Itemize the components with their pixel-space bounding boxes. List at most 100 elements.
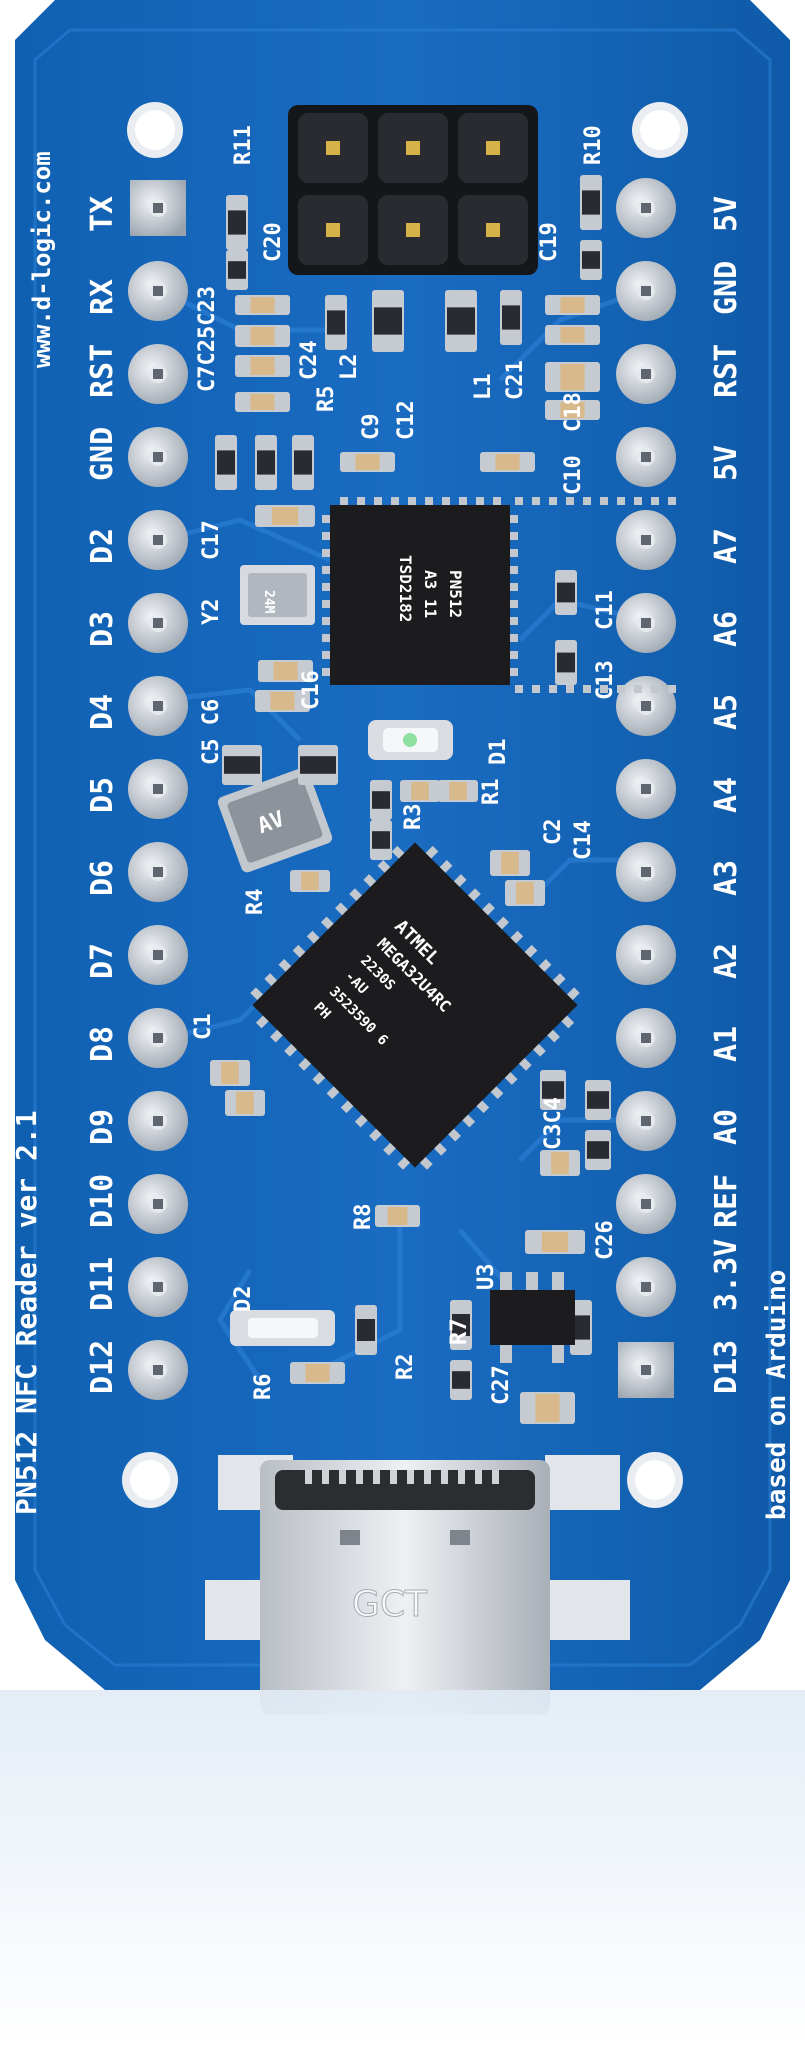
label-c9: C9 — [359, 414, 384, 441]
smd-part — [255, 435, 277, 490]
smd-part — [226, 250, 248, 290]
right-pin-label: GND — [709, 261, 744, 315]
smd-part — [580, 175, 602, 230]
right-pin-label: RST — [709, 344, 744, 398]
right-pin-label: A1 — [709, 1026, 744, 1062]
smd-part — [215, 435, 237, 490]
smd-part — [235, 325, 290, 347]
smd-part — [570, 1300, 592, 1355]
left-pad-d11 — [128, 1257, 188, 1317]
left-pad-gnd — [128, 427, 188, 487]
right-pad-ref — [616, 1174, 676, 1234]
y2-marking: 24M — [261, 590, 276, 614]
right-header-pads — [616, 178, 676, 1398]
smd-part — [445, 290, 477, 352]
left-pin-label: D9 — [85, 1109, 120, 1145]
left-pin-label: D3 — [85, 611, 120, 647]
smd-part — [540, 1150, 580, 1176]
smd-part — [555, 640, 577, 685]
label-r5: R5 — [314, 386, 339, 413]
right-pin-label: A4 — [709, 777, 744, 813]
label-c14: C14 — [571, 820, 596, 860]
left-pin-label: D5 — [85, 777, 120, 813]
left-pad-tx — [130, 180, 186, 236]
left-pad-d7 — [128, 925, 188, 985]
model-label: PN512 NFC Reader ver 2.1 — [10, 1110, 43, 1515]
right-pad-5v — [616, 427, 676, 487]
left-pin-label: D8 — [85, 1026, 120, 1062]
label-c25c23: C7C25C23 — [195, 286, 220, 392]
label-r11: R11 — [231, 125, 256, 165]
left-pin-label: D10 — [85, 1174, 120, 1228]
right-pin-label: A5 — [709, 694, 744, 730]
right-pad-d13 — [618, 1342, 674, 1398]
smd-part — [545, 400, 600, 420]
smd-part — [450, 1300, 472, 1350]
smd-part — [545, 295, 600, 315]
nfc-marking-3: PN512 — [446, 570, 465, 618]
smd-part — [438, 780, 478, 802]
left-header-pads — [128, 180, 188, 1400]
right-pad-a5 — [616, 676, 676, 736]
nfc-marking-1: TSD2182 — [396, 555, 415, 622]
label-r1: R1 — [479, 779, 504, 806]
smd-part — [340, 452, 395, 472]
label-c26: C26 — [593, 1220, 618, 1260]
label-u3: U3 — [474, 1264, 499, 1291]
label-c18: C18 — [561, 392, 586, 432]
smd-part — [325, 295, 347, 350]
right-pad-gnd — [616, 261, 676, 321]
label-c2: C2 — [541, 819, 566, 846]
right-pad-a6 — [616, 593, 676, 653]
left-pad-d10 — [128, 1174, 188, 1234]
smd-part — [258, 660, 313, 682]
label-r2: R2 — [393, 1354, 418, 1381]
smd-part — [372, 290, 404, 352]
right-pad-a7 — [616, 510, 676, 570]
label-c19: C19 — [537, 222, 562, 262]
right-pad-3.3v — [616, 1257, 676, 1317]
label-r10: R10 — [581, 125, 606, 165]
label-r6: R6 — [251, 1374, 276, 1401]
smd-part — [370, 780, 392, 820]
smd-part — [226, 195, 248, 250]
left-pin-label: D12 — [85, 1340, 120, 1394]
left-pin-label: TX — [85, 196, 120, 232]
left-pad-rst — [128, 344, 188, 404]
label-d1: D1 — [486, 739, 511, 766]
board-reflection — [0, 1690, 805, 2048]
smd-part — [255, 505, 315, 527]
left-pad-d5 — [128, 759, 188, 819]
left-pin-label: RX — [85, 279, 120, 315]
left-pad-rx — [128, 261, 188, 321]
label-c17: C17 — [199, 520, 224, 560]
smd-part — [540, 1070, 566, 1110]
right-pad-a3 — [616, 842, 676, 902]
label-c16: C16 — [299, 670, 324, 710]
label-c1: C1 — [191, 1014, 216, 1041]
smd-part — [520, 1392, 575, 1424]
crystal-av: AV — [217, 767, 333, 873]
label-c12: C12 — [394, 400, 419, 440]
smd-part — [370, 820, 392, 860]
smd-part — [585, 1080, 611, 1120]
label-r8: R8 — [351, 1204, 376, 1231]
label-c3c4: C3C4 — [541, 1097, 566, 1150]
right-pin-label: A2 — [709, 943, 744, 979]
smd-part — [255, 690, 310, 712]
right-pad-a1 — [616, 1008, 676, 1068]
icsp-header — [288, 105, 538, 275]
right-pin-label: D13 — [709, 1340, 744, 1394]
label-r7: R7 — [447, 1319, 472, 1346]
smd-part — [235, 295, 290, 315]
smd-part — [545, 325, 600, 345]
pcb-outline — [15, 0, 790, 1690]
smd-part — [490, 850, 530, 876]
smd-part — [580, 240, 602, 280]
smd-part — [355, 1305, 377, 1355]
nfc-marking-2: A3 11 — [421, 570, 440, 618]
label-c10: C10 — [561, 455, 586, 495]
